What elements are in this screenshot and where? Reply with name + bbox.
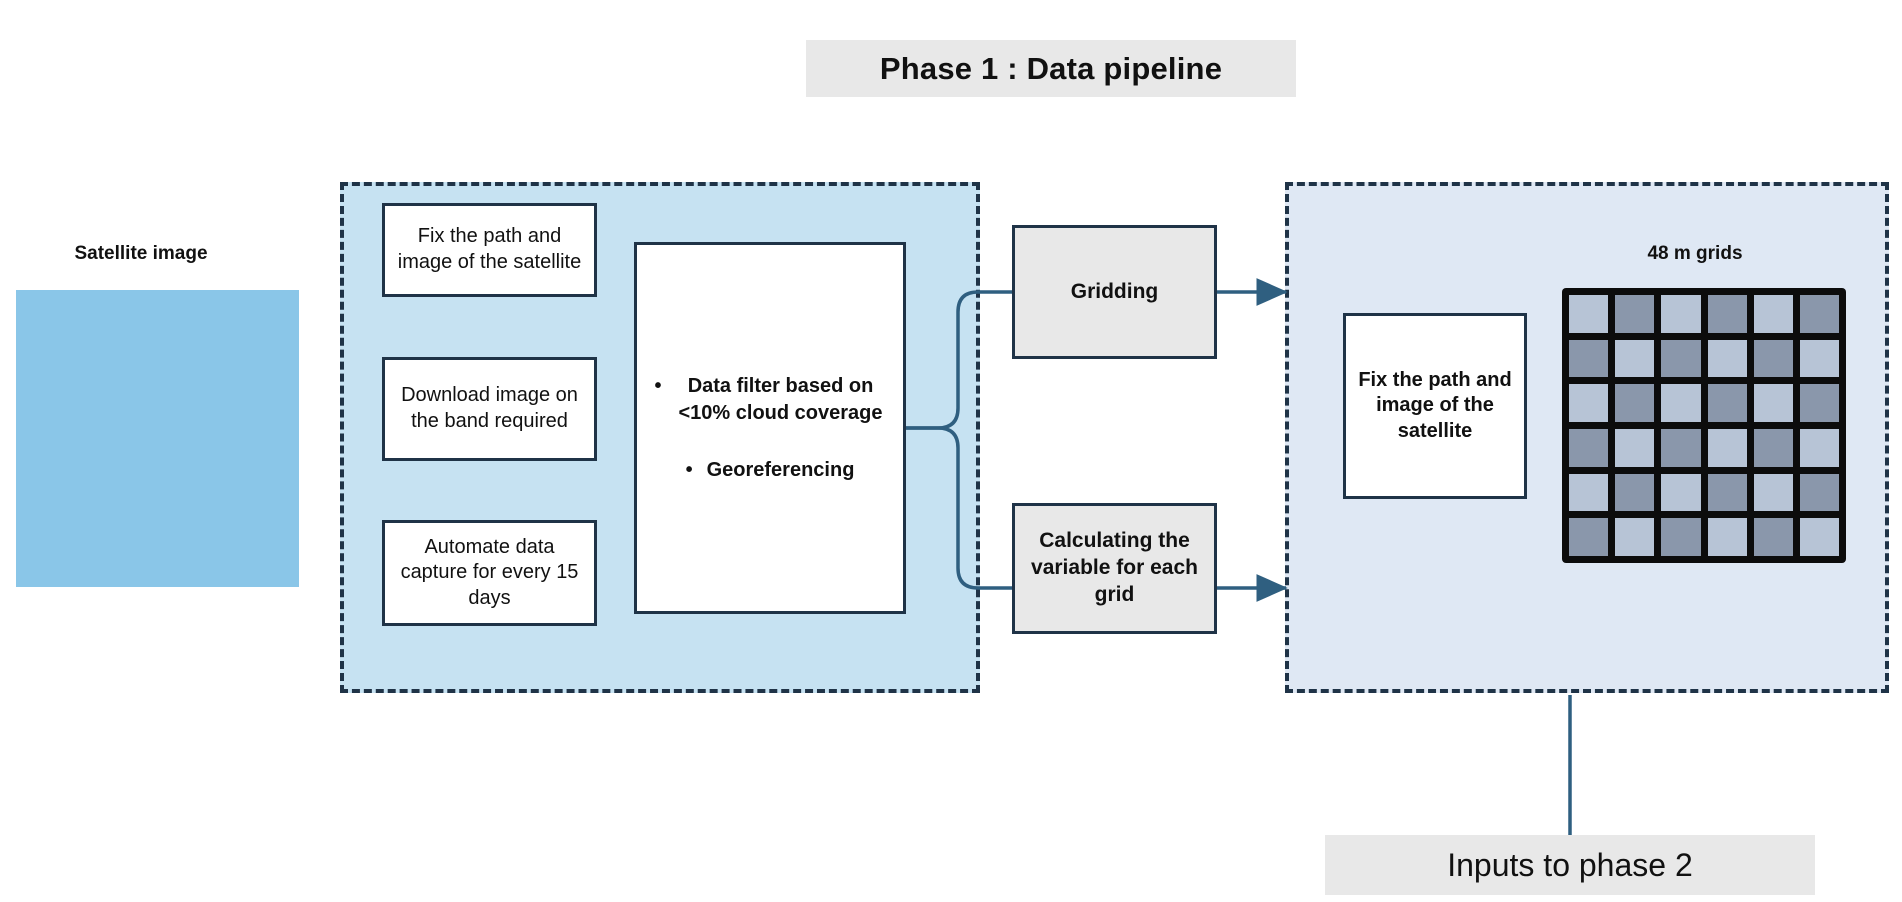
grid-cell	[1707, 384, 1747, 422]
grid-cell	[1799, 518, 1839, 556]
grid-size-label: 48 m grids	[1647, 243, 1743, 264]
grid-cell	[1799, 339, 1839, 378]
grid-cell	[1707, 295, 1747, 333]
grid-cell	[1569, 339, 1609, 378]
grid-cell	[1615, 518, 1655, 556]
grid-cell	[1615, 295, 1655, 333]
step-fix-path-and-image[interactable]: Fix the path and image of the satellite	[382, 203, 597, 297]
grid-cell	[1753, 295, 1793, 333]
grid-cell	[1569, 295, 1609, 333]
grid-cell	[1753, 384, 1793, 422]
list-item: • Georeferencing	[653, 457, 887, 484]
data-filter-bullet-list: • Data filter based on <10% cloud covera…	[637, 373, 903, 484]
grid-cell	[1753, 518, 1793, 556]
grid-cell	[1661, 295, 1701, 333]
grid-cell	[1799, 384, 1839, 422]
grid-cell	[1615, 473, 1655, 512]
grid-cell	[1661, 384, 1701, 422]
phase-2-inputs-label: Inputs to phase 2	[1325, 835, 1815, 895]
grid-cell	[1753, 339, 1793, 378]
grid-cell	[1707, 339, 1747, 378]
bullet-label: Georeferencing	[706, 458, 855, 481]
grid-cell	[1661, 429, 1701, 467]
bullet-label: Data filter based on <10% cloud coverage	[678, 374, 883, 424]
grid-cell	[1661, 473, 1701, 512]
grid-cell	[1799, 295, 1839, 333]
grid-cell	[1569, 384, 1609, 422]
bullet-icon: •	[654, 374, 662, 397]
grid-cell	[1799, 429, 1839, 467]
grid-cell	[1661, 339, 1701, 378]
grid-cell	[1707, 429, 1747, 467]
grid-cell	[1569, 429, 1609, 467]
list-item: • Data filter based on <10% cloud covera…	[653, 373, 887, 427]
grid-cell	[1615, 339, 1655, 378]
grid-cell	[1569, 473, 1609, 512]
satellite-image-thumbnail	[16, 290, 299, 587]
process-calculating-variable[interactable]: Calculating the variable for each grid	[1012, 503, 1217, 634]
grid-cell	[1753, 473, 1793, 512]
grid-cell	[1707, 518, 1747, 556]
grid-preview	[1562, 288, 1846, 563]
step-automate-data-capture[interactable]: Automate data capture for every 15 days	[382, 520, 597, 626]
grid-cell	[1615, 384, 1655, 422]
grid-cell	[1707, 473, 1747, 512]
process-gridding[interactable]: Gridding	[1012, 225, 1217, 359]
grid-cell	[1661, 518, 1701, 556]
satellite-image-label: Satellite image	[74, 243, 208, 264]
grid-cell	[1799, 473, 1839, 512]
step-download-image-band[interactable]: Download image on the band required	[382, 357, 597, 461]
step-fix-path-and-image-right[interactable]: Fix the path and image of the satellite	[1343, 313, 1527, 499]
bullet-icon: •	[685, 458, 693, 481]
page-title: Phase 1 : Data pipeline	[806, 40, 1296, 97]
grid-cell	[1569, 518, 1609, 556]
data-filter-box[interactable]: • Data filter based on <10% cloud covera…	[634, 242, 906, 614]
grid-cell	[1753, 429, 1793, 467]
grid-cell	[1615, 429, 1655, 467]
